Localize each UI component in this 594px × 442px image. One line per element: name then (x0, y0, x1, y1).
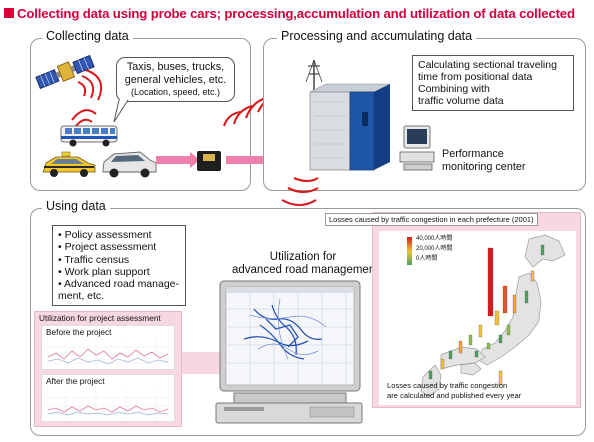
processing-line: traffic volume data (418, 95, 504, 107)
pink-connector (182, 352, 222, 374)
use-case-item: • Work plan support (58, 265, 150, 278)
map-legend: 40,000人時間 20,000人時間 0人時間 (407, 235, 461, 269)
utilization-label: Utilization for advanced road management (232, 251, 379, 277)
processing-description-box: Calculating sectional traveling time fro… (412, 55, 574, 111)
use-case-item: • Advanced road manage- (58, 278, 180, 291)
legend-low: 0人時間 (416, 256, 438, 262)
use-panel-title: Using data (42, 199, 110, 213)
road-management-computer-icon (215, 280, 363, 424)
title-text: Collecting data using probe cars; proces… (17, 5, 575, 21)
title-square-icon (4, 8, 14, 18)
project-assessment-title: Utilization for project assessment (39, 313, 161, 323)
after-project-panel: After the project (41, 374, 175, 422)
use-case-item: ment, etc. (58, 290, 105, 303)
collect-panel-title: Collecting data (42, 29, 133, 43)
vehicle-types-line1: Taxis, buses, trucks, (126, 61, 225, 73)
congestion-map-box: Losses caused by traffic congestion in e… (325, 212, 581, 408)
monitoring-center-label: Performance monitoring center (442, 148, 525, 173)
processing-line: Combining with (418, 83, 490, 95)
before-project-panel: Before the project (41, 325, 175, 370)
vehicle-types-bubble: Taxis, buses, trucks, general vehicles, … (116, 57, 235, 102)
before-project-chart-icon (46, 339, 172, 369)
japan-map-icon (420, 234, 566, 398)
monitoring-line1: Performance (442, 148, 504, 160)
use-case-item: • Policy assessment (58, 229, 152, 241)
utilization-line2: advanced road management (232, 264, 379, 276)
collect-to-card-arrow-icon (156, 151, 280, 169)
server-icon (309, 83, 391, 171)
utilization-line1: Utilization for (269, 251, 337, 263)
after-project-label: After the project (46, 376, 105, 386)
congestion-map-panel: 40,000人時間 20,000人時間 0人時間 (379, 231, 576, 405)
processing-line: time from positional data (418, 71, 533, 83)
satellite-icon (35, 54, 95, 90)
before-project-label: Before the project (46, 327, 112, 337)
vehicle-types-line2: general vehicles, etc. (124, 73, 227, 86)
antenna-icon (305, 59, 323, 90)
data-card-icon (197, 151, 221, 171)
monitoring-line2: monitoring center (442, 160, 526, 173)
use-cases-list: • Policy assessment • Project assessment… (52, 225, 186, 306)
taxi-icon (42, 151, 96, 177)
bus-icon (60, 125, 118, 147)
project-assessment-box: Utilization for project assessment Befor… (34, 311, 182, 427)
car-icon (102, 151, 157, 178)
use-case-item: • Traffic census (58, 253, 130, 266)
congestion-caption: Losses caused by traffic congestion are … (387, 381, 521, 400)
bubble-tail (113, 98, 129, 123)
processing-line: Calculating sectional traveling (418, 59, 557, 71)
after-project-chart-icon (46, 390, 172, 420)
legend-color-bar-icon (407, 237, 412, 265)
process-panel-title: Processing and accumulating data (277, 29, 477, 43)
congestion-map-title: Losses caused by traffic congestion in e… (325, 213, 538, 226)
page-title: Collecting data using probe cars; proces… (4, 4, 575, 22)
legend-mid: 20,000人時間 (416, 246, 453, 252)
congestion-caption-line2: are calculated and published every year (387, 390, 522, 400)
congestion-caption-line1: Losses caused by traffic congestion (387, 381, 508, 390)
vehicle-types-line3: (Location, speed, etc.) (130, 87, 221, 97)
use-case-item: • Project assessment (58, 241, 157, 254)
collect-signal-waves-icon (71, 69, 102, 127)
monitoring-computer-icon (399, 125, 435, 171)
legend-high: 40,000人時間 (416, 236, 453, 242)
